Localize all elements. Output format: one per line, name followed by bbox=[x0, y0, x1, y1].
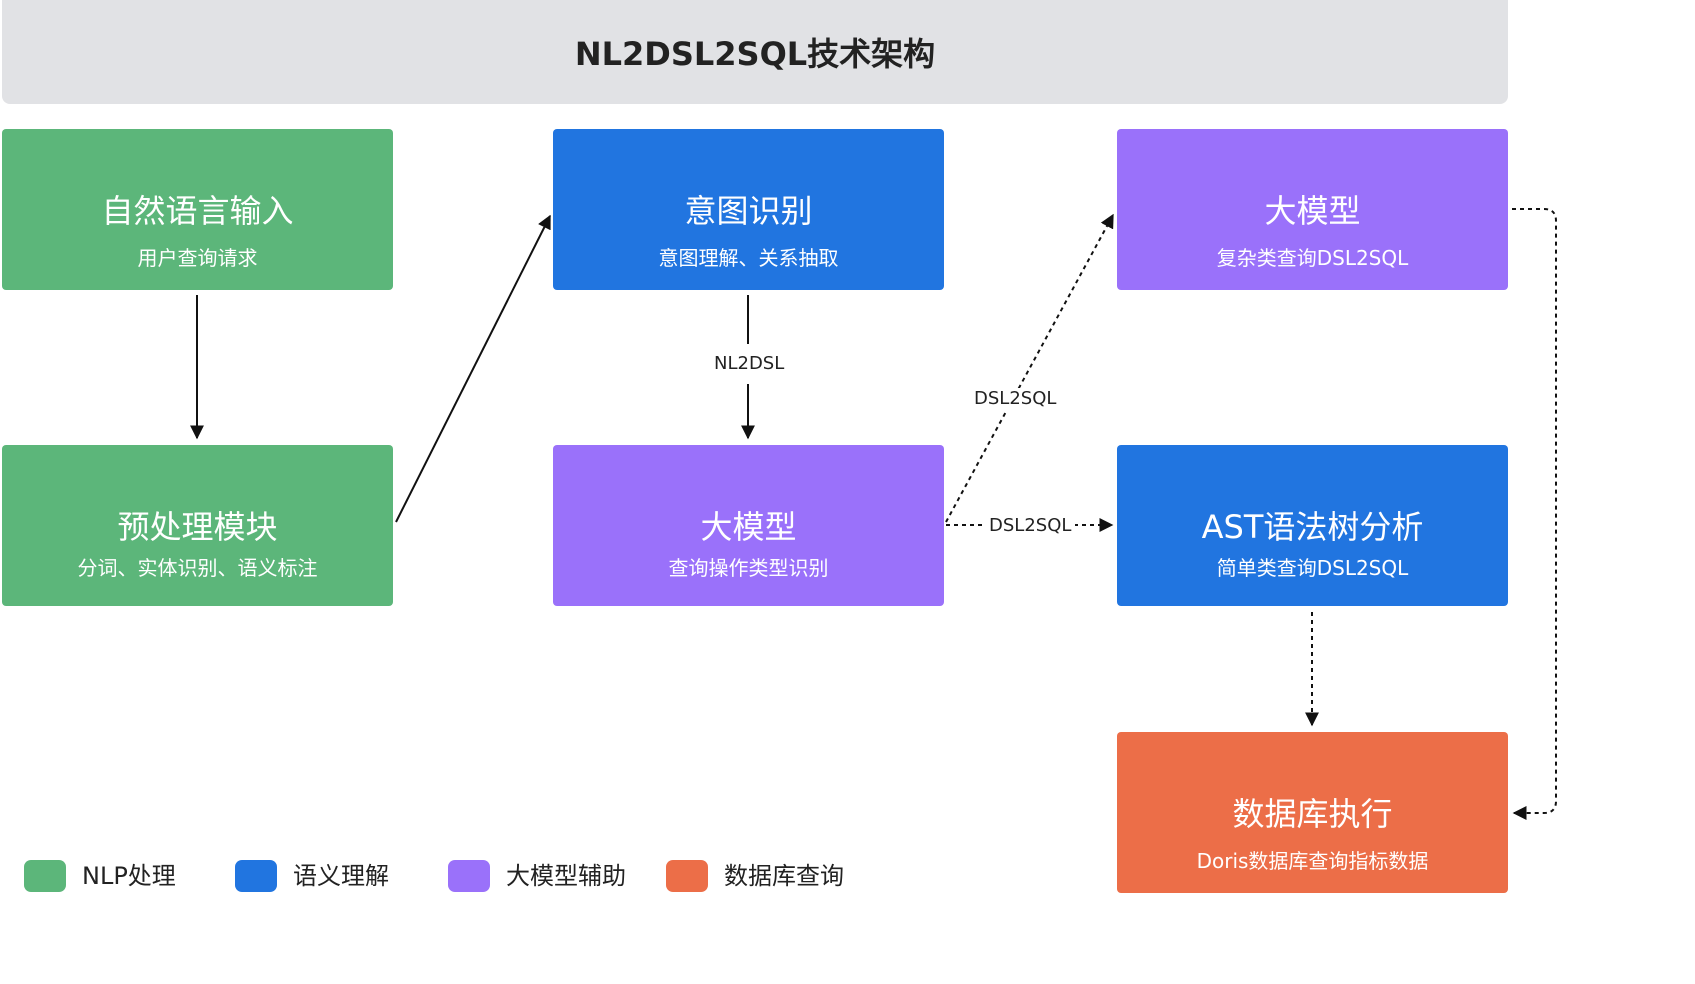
node-nl-input-title: 自然语言输入 bbox=[101, 192, 294, 230]
edge-label-dsl2sql-ast: DSL2SQL bbox=[985, 515, 1076, 537]
node-llm-complex: 大模型 复杂类查询DSL2SQL bbox=[1117, 129, 1508, 290]
edge-preprocess-to-intent bbox=[395, 214, 551, 523]
legend-label-db: 数据库查询 bbox=[724, 862, 844, 890]
node-db-exec: 数据库执行 Doris数据库查询指标数据 bbox=[1117, 732, 1508, 893]
node-ast-title: AST语法树分析 bbox=[1201, 508, 1424, 546]
edge-label-dsl2sql-complex: DSL2SQL bbox=[970, 388, 1061, 410]
node-nl-input-subtitle: 用户查询请求 bbox=[137, 246, 258, 270]
node-preprocess: 预处理模块 分词、实体识别、语义标注 bbox=[2, 445, 393, 606]
node-intent: 意图识别 意图理解、关系抽取 bbox=[553, 129, 944, 290]
legend-swatch-semantic bbox=[235, 860, 277, 892]
legend-swatch-nlp bbox=[24, 860, 66, 892]
node-llm-complex-subtitle: 复杂类查询DSL2SQL bbox=[1216, 246, 1409, 270]
node-nl-input: 自然语言输入 用户查询请求 bbox=[2, 129, 393, 290]
node-preprocess-title: 预处理模块 bbox=[117, 508, 278, 546]
legend-swatch-db bbox=[666, 860, 708, 892]
edge-llm-to-complex bbox=[945, 213, 1114, 523]
legend-swatch-llm bbox=[448, 860, 490, 892]
node-db-exec-subtitle: Doris数据库查询指标数据 bbox=[1196, 849, 1429, 873]
node-ast: AST语法树分析 简单类查询DSL2SQL bbox=[1117, 445, 1508, 606]
diagram-title: NL2DSL2SQL技术架构 bbox=[574, 35, 936, 73]
node-intent-title: 意图识别 bbox=[684, 192, 813, 230]
node-llm-classify-title: 大模型 bbox=[700, 508, 797, 546]
legend-label-nlp: NLP处理 bbox=[82, 862, 176, 890]
node-ast-subtitle: 简单类查询DSL2SQL bbox=[1216, 556, 1409, 580]
legend-label-llm: 大模型辅助 bbox=[506, 862, 626, 890]
diagram-header: NL2DSL2SQL技术架构 bbox=[2, 0, 1508, 104]
edge-complex-to-db bbox=[1512, 208, 1557, 820]
node-llm-classify-subtitle: 查询操作类型识别 bbox=[668, 556, 829, 580]
node-llm-complex-title: 大模型 bbox=[1264, 192, 1361, 230]
node-intent-subtitle: 意图理解、关系抽取 bbox=[658, 246, 839, 270]
node-db-exec-title: 数据库执行 bbox=[1232, 795, 1393, 833]
node-llm-classify: 大模型 查询操作类型识别 bbox=[553, 445, 944, 606]
edge-label-nl2dsl: NL2DSL bbox=[710, 353, 789, 375]
node-preprocess-subtitle: 分词、实体识别、语义标注 bbox=[77, 556, 318, 580]
legend-label-semantic: 语义理解 bbox=[293, 862, 389, 890]
